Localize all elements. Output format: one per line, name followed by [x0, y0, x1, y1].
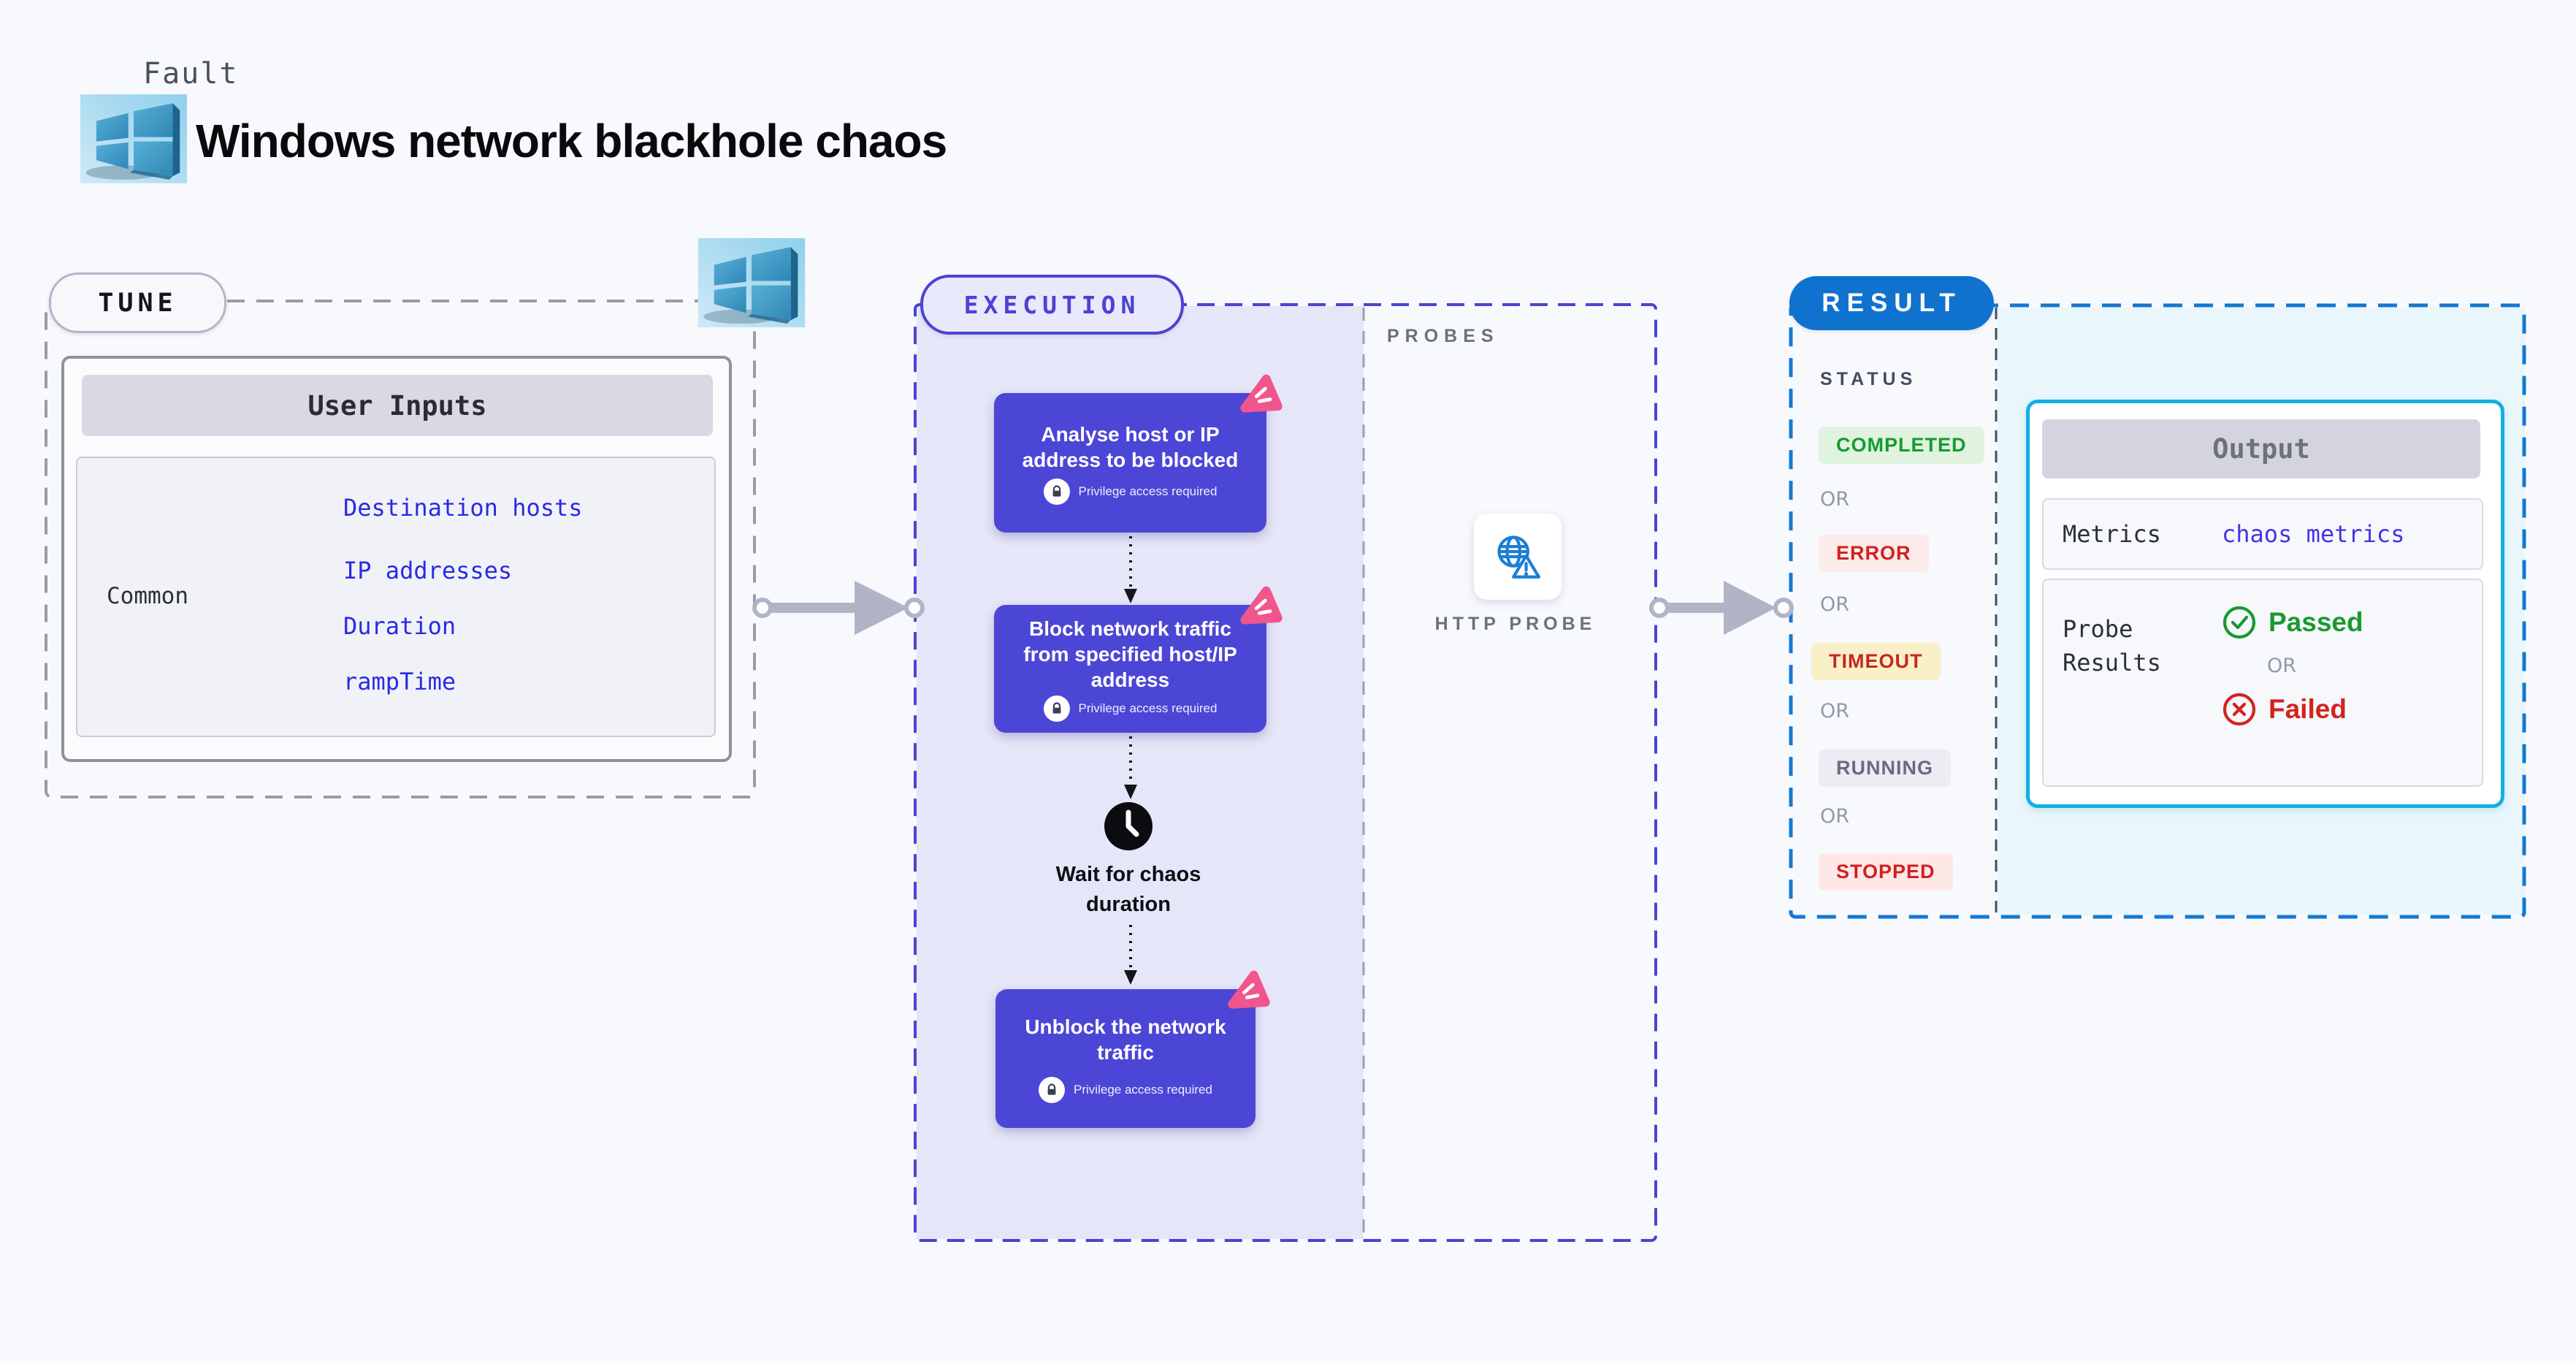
clock-icon [1103, 801, 1154, 852]
fault-eyebrow: Fault [143, 57, 239, 91]
privilege-note: Privilege access required [1078, 484, 1218, 498]
step-node-title: Analyse host or IP address to be blocked [1022, 422, 1239, 471]
chaos-flag-icon [1238, 374, 1285, 415]
execution-section-pill: EXECUTION [920, 275, 1184, 335]
flow-connector-arrowheads [1124, 589, 1137, 985]
step-node-title: Block network traffic from specified hos… [1023, 617, 1237, 691]
privilege-row: Privilege access required [1039, 1077, 1212, 1103]
step-node-title: Unblock the network traffic [1025, 1015, 1226, 1064]
lock-icon [1043, 478, 1070, 505]
status-column-title: STATUS [1820, 369, 1917, 389]
chaos-metrics-link[interactable]: chaos metrics [2222, 520, 2405, 548]
failed-label: Failed [2269, 694, 2347, 724]
windows-logo-tune-icon [697, 238, 806, 327]
arrow-probes-to-result [1649, 581, 1794, 635]
step-node-block-traffic: Block network traffic from specified hos… [994, 605, 1266, 733]
result-section-pill: RESULT [1789, 276, 1994, 330]
execution-dashed-frame [914, 303, 1657, 1242]
user-inputs-header: User Inputs [82, 375, 713, 436]
user-inputs-body [76, 457, 716, 737]
chaos-flag-icon [1226, 970, 1272, 1011]
metrics-row: Metrics chaos metrics [2042, 498, 2483, 570]
status-badge-completed: COMPLETED [1819, 427, 1984, 464]
wait-step-label: Wait for chaos duration [1055, 863, 1201, 916]
x-circle-icon [2223, 693, 2256, 726]
input-link-ramptime[interactable]: rampTime [343, 668, 456, 695]
input-link-ip-addresses[interactable]: IP addresses [343, 557, 513, 584]
or-separator: OR [1820, 700, 1850, 723]
output-header: Output [2042, 419, 2480, 479]
or-separator: OR [1820, 488, 1850, 511]
probe-results-values: Passed OR Failed [2222, 605, 2363, 785]
user-inputs-row-label: Common [107, 583, 188, 609]
chaos-flag-icon [1238, 586, 1285, 627]
http-probe-label: HTTP PROBE [1434, 614, 1597, 634]
lock-icon [1039, 1077, 1066, 1103]
passed-label: Passed [2269, 607, 2363, 637]
passed-line: Passed [2222, 605, 2363, 640]
status-badge-timeout: TIMEOUT [1811, 643, 1941, 680]
status-badge-stopped: STOPPED [1819, 853, 1953, 891]
probe-results-row: Probe Results Passed OR Failed [2042, 579, 2483, 787]
input-link-destination-hosts[interactable]: Destination hosts [343, 494, 583, 522]
or-separator: OR [1820, 805, 1850, 828]
failed-line: Failed [2222, 692, 2363, 727]
arrow-tune-to-execution [752, 581, 925, 635]
tune-dashed-frame [45, 300, 756, 798]
probe-results-label: Probe Results [2063, 615, 2161, 677]
or-separator: OR [2267, 655, 2297, 677]
status-badge-running: RUNNING [1819, 750, 1951, 787]
windows-logo-icon [80, 94, 187, 184]
status-badge-error: ERROR [1819, 535, 1929, 572]
input-link-duration[interactable]: Duration [343, 612, 456, 640]
privilege-row: Privilege access required [1043, 695, 1218, 722]
privilege-note: Privilege access required [1074, 1083, 1212, 1097]
tune-section-pill: TUNE [49, 272, 226, 333]
privilege-row: Privilege access required [1043, 478, 1218, 505]
privilege-note: Privilege access required [1078, 701, 1218, 715]
probes-section-label: PROBES [1387, 326, 1499, 346]
http-probe-card[interactable] [1474, 514, 1562, 600]
step-node-unblock-traffic: Unblock the network traffic Privilege ac… [995, 989, 1255, 1128]
page-title: Windows network blackhole chaos [196, 115, 947, 167]
or-separator: OR [1820, 593, 1850, 616]
lock-icon [1043, 695, 1070, 722]
globe-warning-icon [1497, 535, 1540, 579]
metrics-label: Metrics [2063, 520, 2161, 548]
step-node-analyse-host: Analyse host or IP address to be blocked… [994, 393, 1266, 533]
check-circle-icon [2223, 606, 2256, 639]
